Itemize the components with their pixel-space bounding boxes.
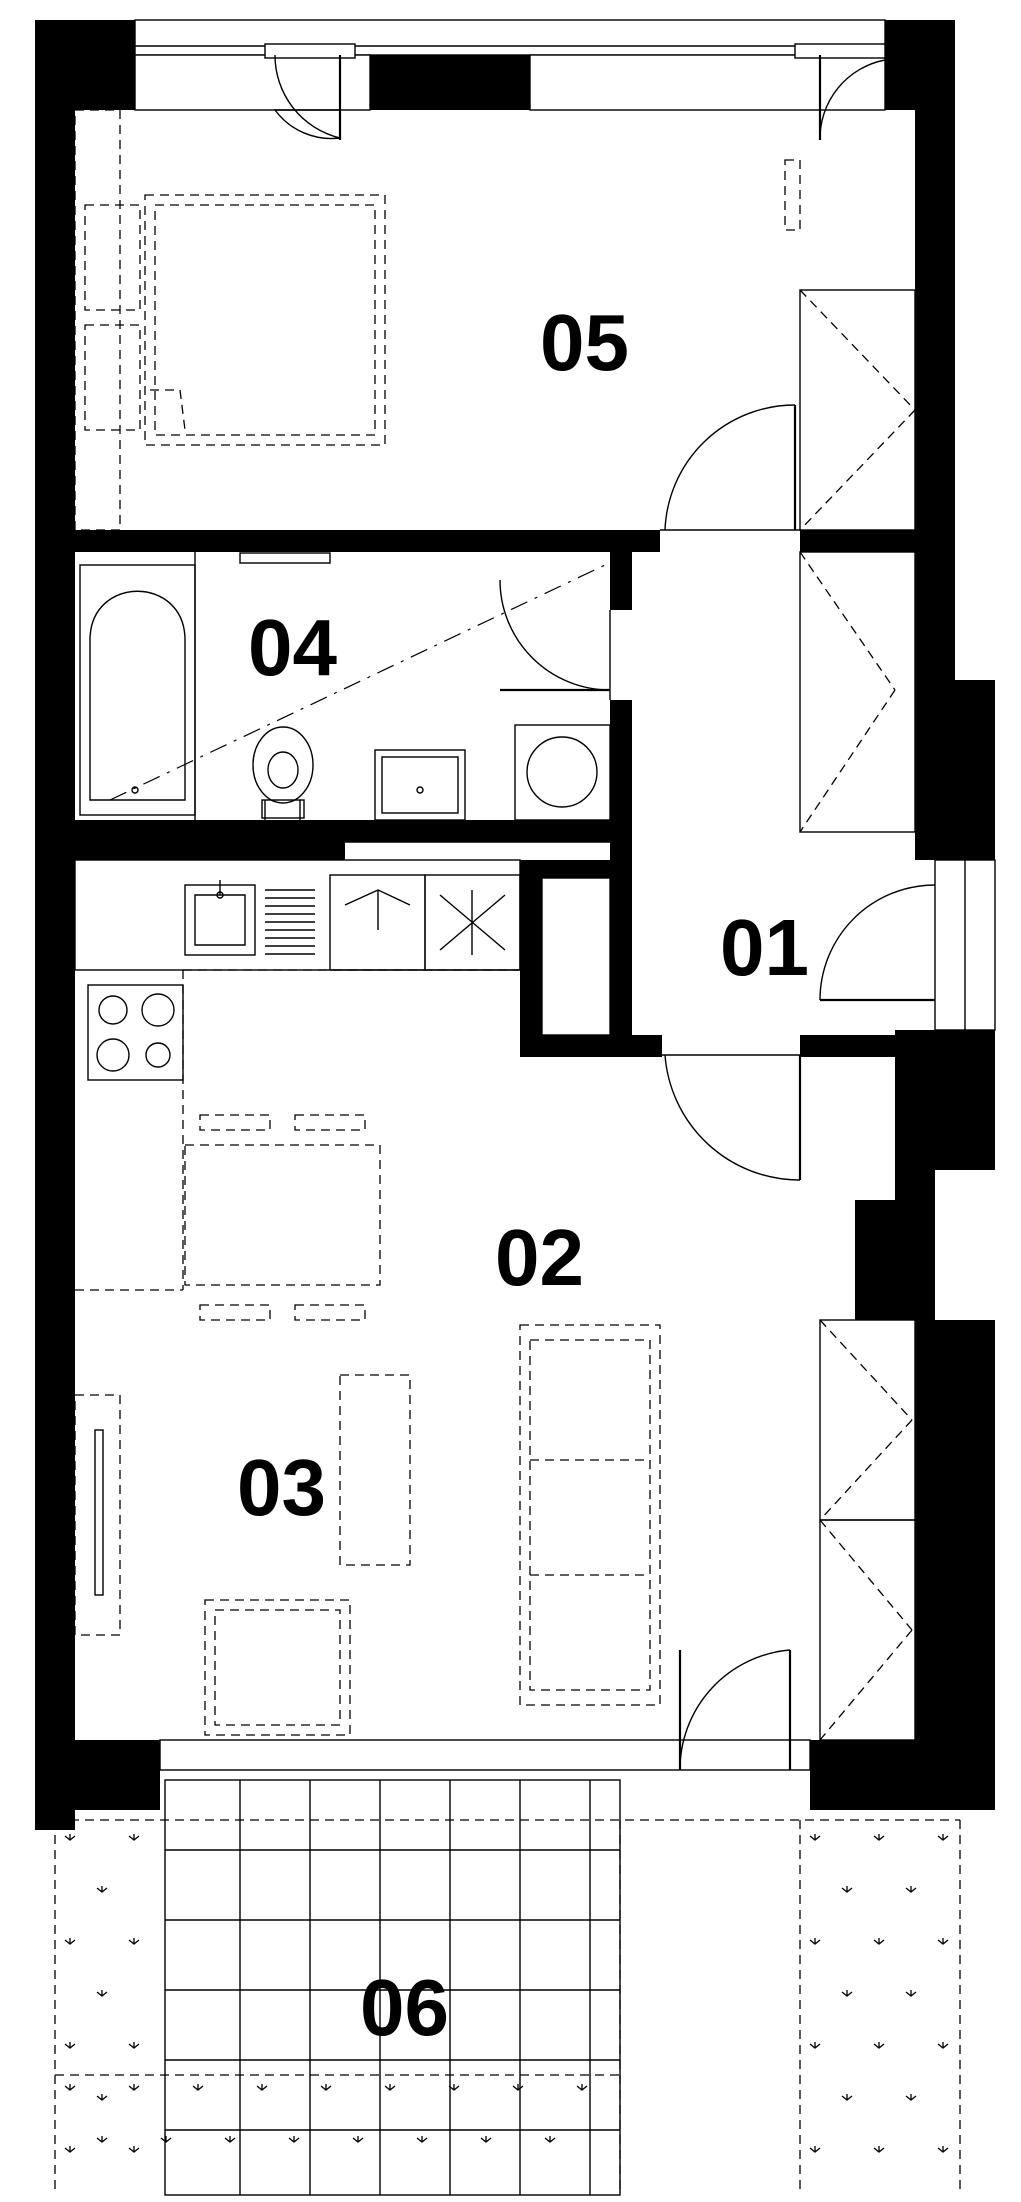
bathroom-fixtures bbox=[79, 552, 611, 843]
room-label-01: 01 bbox=[720, 903, 809, 992]
room-label-03: 03 bbox=[237, 1443, 326, 1532]
walls bbox=[35, 20, 995, 1830]
doors bbox=[273, 54, 936, 1771]
room-label-02: 02 bbox=[495, 1213, 584, 1302]
wardrobes bbox=[541, 289, 916, 1741]
room-label-05: 05 bbox=[540, 298, 629, 387]
room-label-06: 06 bbox=[360, 1963, 449, 2052]
room-label-04: 04 bbox=[248, 603, 337, 692]
kitchen-furniture bbox=[74, 859, 521, 1290]
terrace bbox=[54, 1779, 961, 2196]
grass-pattern bbox=[64, 1834, 949, 2153]
bedroom-furniture bbox=[74, 109, 801, 531]
windows bbox=[134, 19, 996, 1771]
living-furniture bbox=[74, 1114, 661, 1736]
